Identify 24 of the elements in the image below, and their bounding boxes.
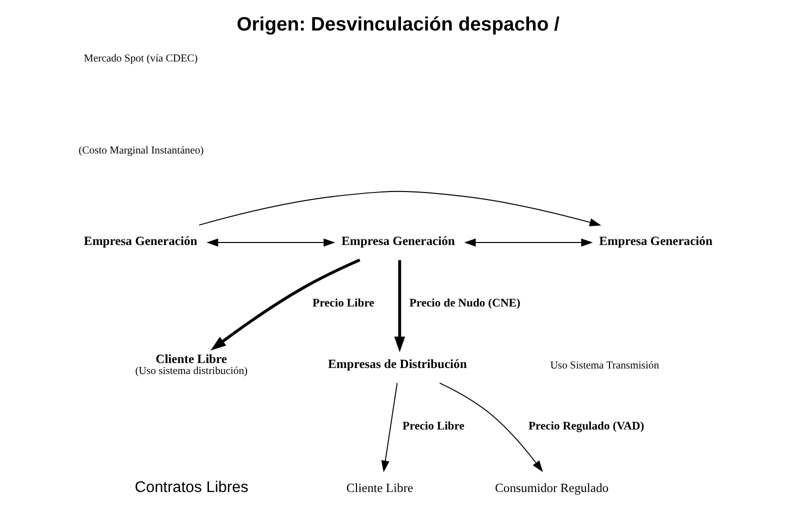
node-text: Cliente Libre bbox=[346, 480, 413, 495]
arrow bbox=[198, 190, 601, 226]
edge-label: Precio Libre bbox=[312, 296, 374, 310]
diagram-title: Origen: Desvinculación despacho / bbox=[236, 13, 559, 36]
node-text: Consumidor Regulado bbox=[494, 480, 608, 495]
arrow bbox=[464, 238, 592, 247]
arrow bbox=[394, 260, 405, 352]
label: Uso Sistema Transmisión bbox=[550, 360, 659, 372]
label: (Costo Marginal Instantáneo) bbox=[78, 145, 204, 156]
edge-label: Precio Libre bbox=[402, 420, 464, 433]
edge-label: Precio de Nudo (CNE) bbox=[408, 296, 520, 310]
node-text: Empresas de Distribución bbox=[328, 356, 466, 371]
edge-label: Precio Regulado (VAD) bbox=[528, 420, 644, 433]
arrow bbox=[380, 382, 398, 472]
node-text: Cliente Libre bbox=[155, 352, 227, 366]
arrow bbox=[438, 382, 542, 472]
label: Contratos Libres bbox=[134, 479, 248, 496]
arrow bbox=[210, 258, 360, 350]
node-text: Empresa Generación bbox=[341, 234, 454, 248]
arrow bbox=[206, 238, 335, 247]
label: Mercado Spot (vía CDEC) bbox=[83, 53, 198, 64]
node-text: Empresa Generación bbox=[598, 234, 712, 248]
node-text: Empresa Generación bbox=[83, 234, 197, 248]
node-label: (Uso sistema distribución) bbox=[134, 366, 248, 378]
